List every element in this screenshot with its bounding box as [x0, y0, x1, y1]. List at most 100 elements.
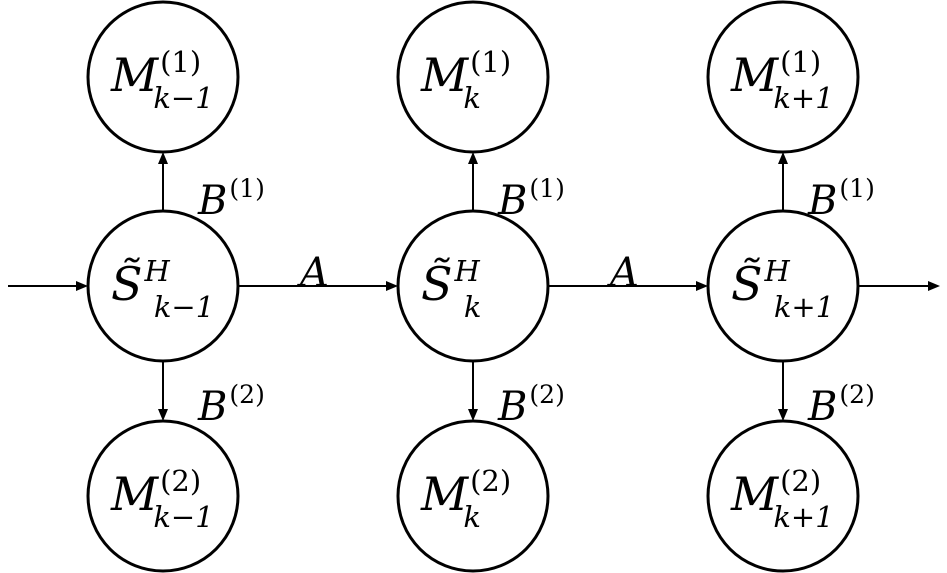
node-label-m2b: M(2)k: [420, 464, 511, 534]
node-label-m2b-base: M: [420, 467, 470, 521]
edge-label-s2-m2a: B(1): [497, 174, 565, 224]
edge-label-s2-m2b: B(2): [497, 380, 565, 430]
edge-s1-m1b: [158, 361, 168, 421]
node-label-m2b-sup: (2): [470, 464, 511, 498]
node-label-s1-base: S̃: [111, 257, 143, 311]
node-label-m1a-sup: (1): [160, 45, 201, 79]
node-m2a: M(1)k: [396, 0, 550, 154]
arrow-head-icon: [696, 281, 708, 291]
edge-label-s3-m3a: B(1): [807, 174, 875, 224]
node-label-m1b-sup: (2): [160, 464, 201, 498]
edge-s2-m2a: [468, 152, 478, 211]
node-label-m3b-base: M: [730, 467, 780, 521]
node-label-m2a-base: M: [420, 48, 470, 102]
node-label-s3-sub: k+1: [774, 290, 834, 324]
node-circle: [706, 0, 860, 154]
node-label-m2b-sub: k: [463, 500, 481, 534]
node-circle: [396, 419, 550, 573]
edge-label-s1-m1b: B(2): [197, 380, 265, 430]
node-label-s2-sub: k: [464, 290, 482, 324]
node-circle: [706, 419, 860, 573]
node-m1a: M(1)k−1: [86, 0, 240, 154]
edge-label-s1-s2-base: A: [296, 250, 329, 296]
edge-s1-s2: [238, 281, 398, 291]
edge-label-s1-m1a-base: B: [197, 178, 227, 224]
node-m3b: M(2)k+1: [706, 419, 860, 573]
node-label-m3a-sup: (1): [780, 45, 821, 79]
node-label-s2-base: S̃: [421, 257, 453, 311]
edge-label-s1-m1a: B(1): [197, 174, 265, 224]
arrow-head-icon: [158, 409, 168, 421]
edge-label-s2-m2b-sup: (2): [529, 380, 564, 409]
node-circle: [86, 209, 240, 363]
node-label-m3a-base: M: [730, 48, 780, 102]
edge-label-s2-m2a-sup: (1): [529, 174, 564, 203]
edge-s2-s3: [548, 281, 708, 291]
edge-in-s1: [8, 281, 88, 291]
node-label-s2-sup: H: [454, 254, 481, 288]
node-label-m2a-sub: k: [463, 81, 481, 115]
node-label-m1a-base: M: [110, 48, 160, 102]
edge-label-s2-m2a-base: B: [497, 178, 527, 224]
edge-s1-m1a: [158, 152, 168, 211]
arrow-head-icon: [468, 409, 478, 421]
edge-label-s2-s3-base: A: [606, 250, 639, 296]
node-label-m3b-sup: (2): [780, 464, 821, 498]
node-label-s3-base: S̃: [731, 257, 763, 311]
arrow-head-icon: [76, 281, 88, 291]
node-label-m3a: M(1)k+1: [730, 45, 834, 115]
node-circle: [396, 0, 550, 154]
arrow-head-icon: [386, 281, 398, 291]
edge-label-s3-m3b-base: B: [807, 384, 837, 430]
node-m3a: M(1)k+1: [706, 0, 860, 154]
edge-label-s1-m1a-sup: (1): [229, 174, 264, 203]
node-label-m1b-base: M: [110, 467, 160, 521]
node-label-m3b-sub: k+1: [773, 500, 833, 534]
edges-layer: [8, 152, 940, 421]
edge-label-s1-s2: A: [296, 250, 329, 296]
edge-label-s3-m3a-sup: (1): [839, 174, 874, 203]
arrow-head-icon: [468, 152, 478, 164]
node-label-s1-sup: H: [144, 254, 171, 288]
edge-label-s3-m3b-sup: (2): [839, 380, 874, 409]
edge-label-s3-m3a-base: B: [807, 178, 837, 224]
node-label-m2a: M(1)k: [420, 45, 511, 115]
node-label-s1-sub: k−1: [154, 290, 214, 324]
edge-s3-m3a: [778, 152, 788, 211]
node-label-m3b: M(2)k+1: [730, 464, 834, 534]
node-circle: [706, 209, 860, 363]
node-label-m2a-sup: (1): [470, 45, 511, 79]
node-circle: [86, 0, 240, 154]
node-label-m1b: M(2)k−1: [110, 464, 214, 534]
arrow-head-icon: [778, 409, 788, 421]
edge-label-s2-s3: A: [606, 250, 639, 296]
node-m2b: M(2)k: [396, 419, 550, 573]
edge-label-s3-m3b: B(2): [807, 380, 875, 430]
node-label-m3a-sub: k+1: [773, 81, 833, 115]
node-label-m1a: M(1)k−1: [110, 45, 214, 115]
edge-label-s1-m1b-sup: (2): [229, 380, 264, 409]
node-circle: [86, 419, 240, 573]
edge-s3-m3b: [778, 361, 788, 421]
node-m1b: M(2)k−1: [86, 419, 240, 573]
edge-s2-m2b: [468, 361, 478, 421]
node-circle: [396, 209, 550, 363]
arrow-head-icon: [158, 152, 168, 164]
node-label-m1b-sub: k−1: [153, 500, 213, 534]
edge-label-s1-m1b-base: B: [197, 384, 227, 430]
edge-s3-out: [858, 281, 940, 291]
arrow-head-icon: [928, 281, 940, 291]
node-label-m1a-sub: k−1: [153, 81, 213, 115]
edge-label-s2-m2b-base: B: [497, 384, 527, 430]
node-label-s3-sup: H: [764, 254, 791, 288]
arrow-head-icon: [778, 152, 788, 164]
